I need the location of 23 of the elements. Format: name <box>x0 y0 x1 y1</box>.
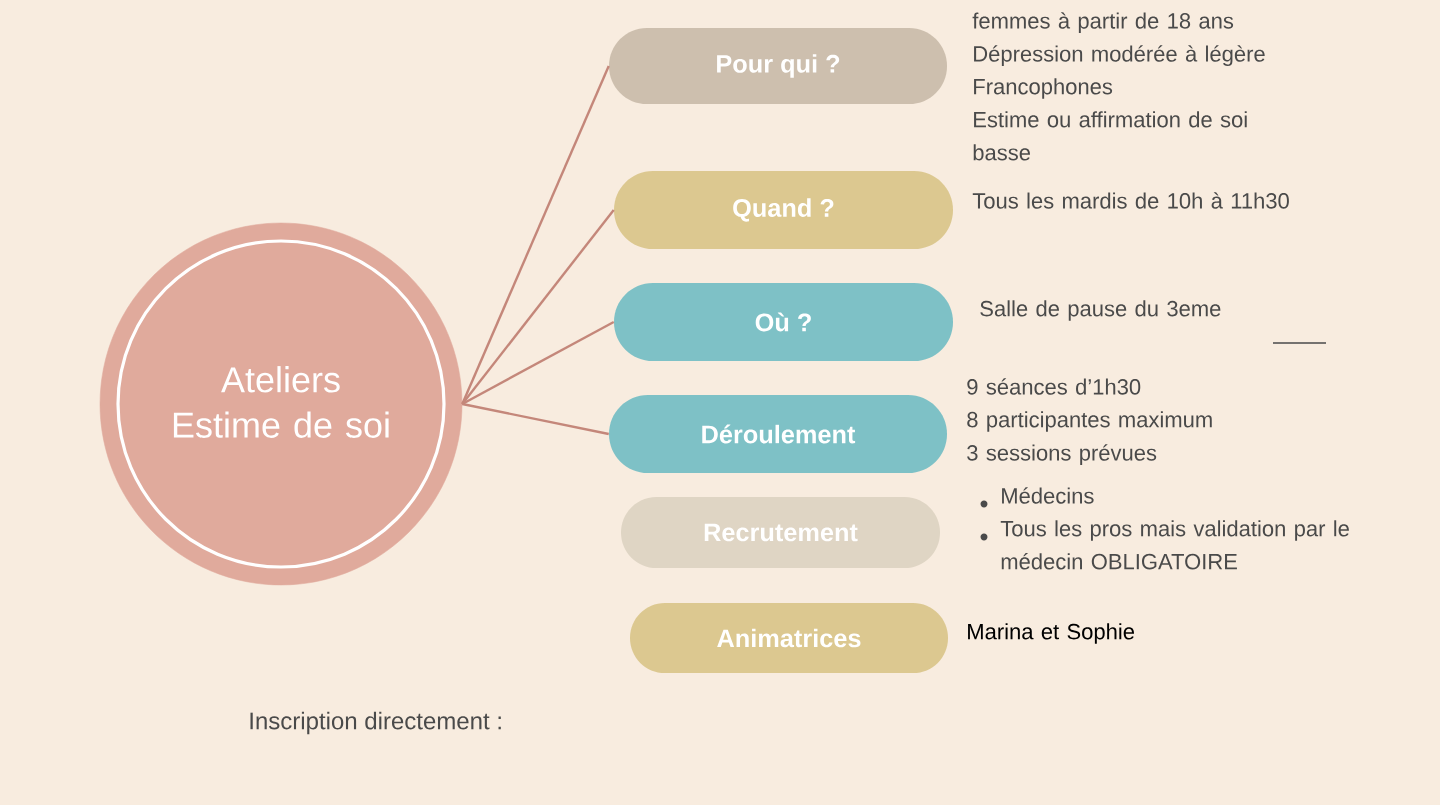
info-text: Francophones <box>974 78 1113 99</box>
info-text: Médecins <box>1002 487 1094 504</box>
info-text: 3 sessions prévues <box>967 444 1157 465</box>
note-text: Inscription directement : <box>250 711 501 735</box>
topic-pill: Pour qui ? <box>609 28 947 104</box>
topic-pill: Animatrices <box>630 603 948 673</box>
info-text: Salle de pause du 3eme <box>980 300 1221 321</box>
topic-pill: Recrutement <box>621 497 940 568</box>
info-text: Estime ou affirmation de soi basse <box>973 111 1247 161</box>
topic-pill: Déroulement <box>609 395 947 473</box>
info-text: Tous les pros mais validation par le médecin OBLIGATOIRE <box>1000 520 1349 570</box>
info-text: 8 participantes maximum <box>967 411 1212 432</box>
connector-line <box>461 209 615 405</box>
connector-line <box>461 65 610 405</box>
info-text: Tous les mardis de 10h à 11h30 <box>972 192 1289 209</box>
topic-pill: Quand ? <box>614 171 953 249</box>
connector-line <box>461 320 615 406</box>
info-text: Marina et Sophie <box>968 623 1134 644</box>
topic-pill: Où ? <box>614 283 953 361</box>
info-text: Dépression modérée à légère <box>974 45 1265 66</box>
connector-line <box>462 402 609 436</box>
info-text: femmes à partir de 18 ans <box>972 12 1234 33</box>
info-text: 9 séances d’1h30 <box>967 378 1141 395</box>
